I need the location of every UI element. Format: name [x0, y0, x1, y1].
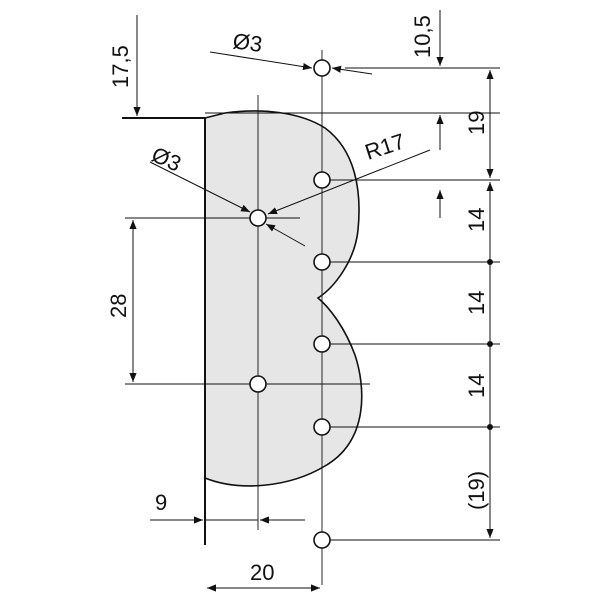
dim-19-label: 19	[464, 111, 489, 135]
dim-14-label-2: 14	[464, 291, 489, 315]
dim-top-dia-leader	[209, 51, 313, 71]
dim-14-label-3: 14	[464, 374, 489, 398]
hole-1	[313, 171, 331, 189]
dim-9-label: 9	[155, 490, 167, 515]
hole-4	[313, 418, 331, 436]
inner-hole-bottom	[249, 375, 267, 393]
dim-10-5-label: 10,5	[410, 15, 435, 58]
dim-r17-leader	[267, 149, 431, 215]
dim-20-label: 20	[250, 560, 274, 585]
dim-top-dia-leader-right	[331, 65, 373, 75]
top-hole	[313, 59, 331, 77]
dim-14-label-1: 14	[464, 208, 489, 232]
hinge-plate	[204, 110, 363, 487]
dim-28-label: 28	[106, 294, 131, 318]
dim-tick-1	[487, 259, 493, 265]
dim-17-5-label: 17,5	[108, 45, 133, 88]
dim-tick-3	[487, 424, 493, 430]
hole-3	[313, 335, 331, 353]
hole-2	[313, 253, 331, 271]
dim-inner-dia-leader-right	[265, 223, 306, 247]
dim-inner-dia-label: Ø3	[148, 142, 185, 177]
inner-hole-top	[249, 209, 267, 227]
dim-inner-dia-leader	[149, 161, 251, 213]
dim-r17-label: R17	[362, 129, 408, 165]
dim-tick-2	[487, 341, 493, 347]
bottom-hole	[313, 531, 331, 549]
dim-top-dia-label: Ø3	[231, 28, 264, 57]
dim-19-bottom-label: (19)	[464, 471, 489, 510]
